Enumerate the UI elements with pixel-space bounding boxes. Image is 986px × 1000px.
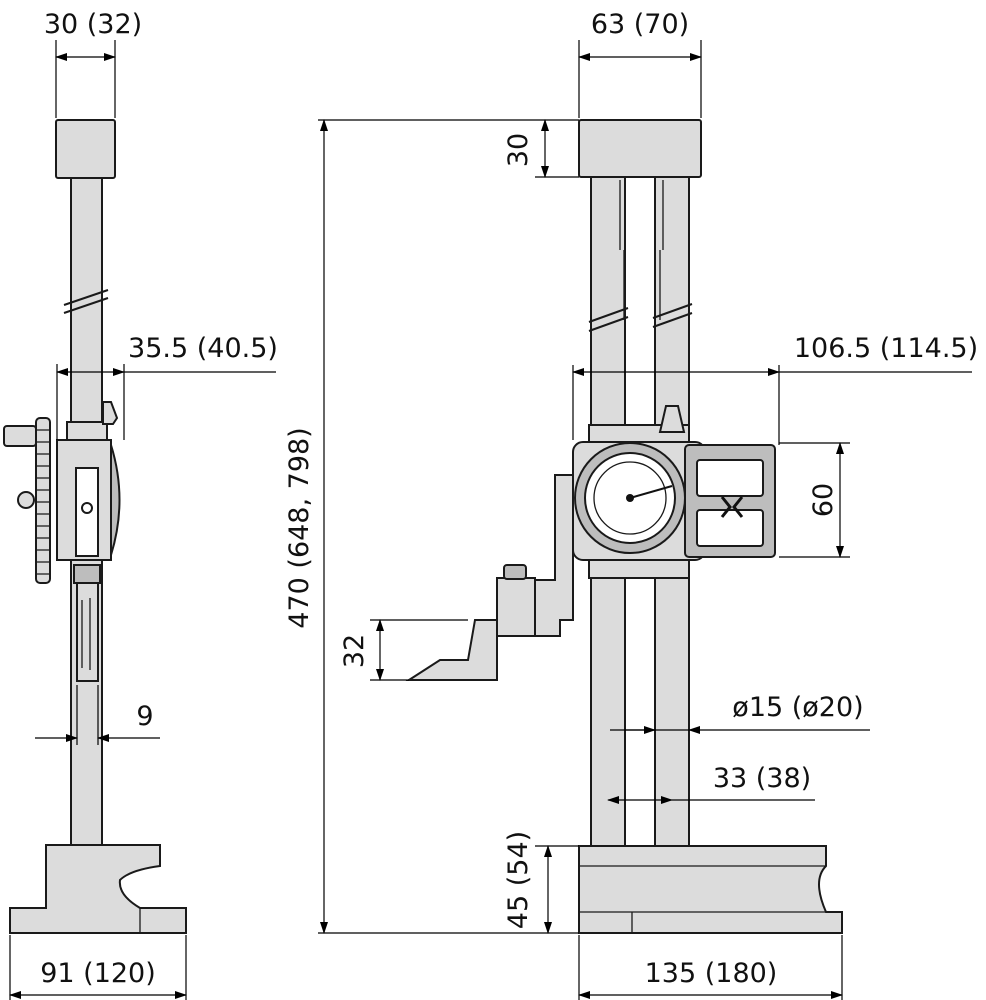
dim-front-column-pitch: 33 (38)	[713, 763, 811, 794]
side-wheel-knurl	[36, 429, 50, 575]
front-dial-center	[626, 494, 634, 502]
front-dimensions: 63 (70) 30 470 (648, 798) 106.5 (114.5) …	[284, 9, 978, 1000]
side-column-break	[63, 289, 109, 314]
side-dial-face	[110, 444, 121, 556]
front-counter-upper	[696, 459, 764, 497]
side-top-cap	[55, 119, 116, 179]
front-clamp-screw	[503, 564, 527, 580]
side-base-groove	[45, 845, 141, 933]
side-slider-lock	[102, 401, 119, 425]
dim-front-top-width: 63 (70)	[591, 9, 689, 40]
front-dial-ring	[593, 461, 667, 535]
front-scriber-clamp	[496, 577, 536, 637]
dim-front-slider-width: 106.5 (114.5)	[794, 333, 978, 364]
front-scriber-arm	[534, 474, 574, 637]
front-scriber	[405, 619, 498, 681]
side-clamp-screw	[81, 502, 93, 514]
side-fine-adjust-wheel	[35, 417, 51, 584]
dim-front-base-width: 135 (180)	[645, 958, 778, 989]
front-counter-reset-icon	[720, 496, 744, 518]
dim-side-base-depth: 91 (120)	[40, 958, 156, 989]
dim-front-column-diameter: ø15 (ø20)	[732, 692, 863, 723]
front-slider-lock	[658, 405, 686, 433]
front-slider-bottom	[588, 559, 690, 579]
front-top-cap	[578, 119, 702, 178]
front-column-grooves	[619, 180, 664, 320]
front-base-lines	[579, 865, 826, 933]
side-view	[3, 119, 187, 934]
side-base	[9, 844, 187, 934]
front-dial-needle	[629, 485, 673, 499]
front-base	[578, 845, 843, 934]
dim-front-base-height: 45 (54)	[503, 831, 534, 929]
dim-front-overall-height: 470 (648, 798)	[284, 427, 315, 628]
side-scriber-holder	[73, 564, 101, 584]
side-scriber-edge	[81, 598, 91, 670]
front-column-break	[588, 303, 693, 332]
side-dimensions: 30 (32) 35.5 (40.5) 9 91 (120)	[9, 9, 278, 1000]
front-view	[405, 119, 843, 934]
dim-side-scriber-thickness: 9	[136, 701, 153, 732]
side-wheel-knob	[3, 425, 37, 447]
dim-front-top-height: 30	[503, 133, 534, 167]
dim-side-top-width: 30 (32)	[44, 9, 142, 40]
front-counter-lower	[696, 509, 764, 547]
side-wheel-hub	[17, 491, 35, 509]
dim-front-scriber-height: 32	[339, 634, 370, 668]
dim-side-slider-depth: 35.5 (40.5)	[128, 333, 278, 364]
side-scriber	[76, 582, 99, 682]
dim-front-slider-height: 60	[808, 483, 839, 517]
